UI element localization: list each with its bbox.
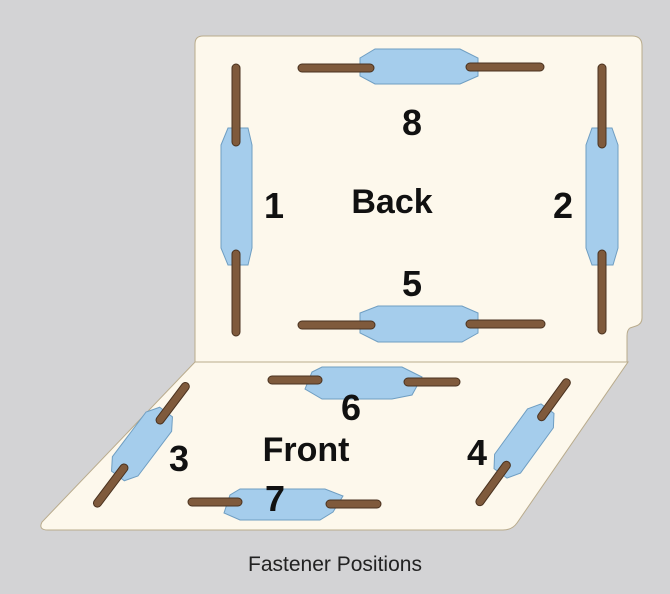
fastener-5-prong-right	[465, 319, 546, 329]
position-label-1: 1	[264, 185, 284, 226]
back-panel-label: Back	[351, 183, 432, 221]
fastener-4	[475, 378, 571, 507]
fastener-1-prong-bottom	[231, 249, 241, 337]
fastener-8-prong-left	[297, 63, 375, 73]
fastener-8	[297, 48, 545, 85]
fastener-5-base	[359, 305, 479, 343]
fastener-7-prong-right	[325, 499, 382, 509]
fastener-1	[220, 63, 253, 337]
fastener-3-prong-upper	[155, 381, 190, 425]
fastener-5	[297, 305, 546, 343]
diagram-caption: Fastener Positions	[248, 553, 422, 576]
fastener-7	[187, 488, 382, 521]
folder-back-panel	[194, 35, 643, 363]
fastener-2-prong-top	[597, 63, 607, 149]
position-label-3: 3	[169, 438, 189, 479]
folder-front-panel	[40, 361, 629, 531]
fastener-5-prong-left	[297, 320, 376, 330]
fastener-1-prong-top	[231, 63, 241, 147]
position-label-4: 4	[467, 432, 487, 473]
fastener-6-prong-left	[267, 375, 323, 385]
position-label-2: 2	[553, 185, 573, 226]
position-label-5: 5	[402, 263, 422, 304]
fastener-3-prong-lower	[92, 463, 129, 508]
front-panel-label: Front	[263, 431, 350, 469]
fastener-2	[585, 63, 619, 335]
fastener-2-prong-bottom	[597, 249, 607, 335]
fastener-6-prong-right	[403, 377, 461, 387]
position-label-8: 8	[402, 102, 422, 143]
fastener-4-prong-upper	[537, 378, 571, 422]
fastener-4-prong-lower	[475, 460, 511, 507]
fastener-8-base	[359, 48, 479, 85]
fastener-7-prong-left	[187, 497, 243, 507]
position-label-6: 6	[341, 387, 361, 428]
fastener-3	[92, 381, 190, 508]
position-label-7: 7	[265, 478, 285, 519]
fastener-8-prong-right	[465, 62, 545, 72]
fastener-1-base	[220, 127, 253, 266]
fastener-6	[267, 366, 461, 400]
fastener-2-base	[585, 127, 619, 266]
